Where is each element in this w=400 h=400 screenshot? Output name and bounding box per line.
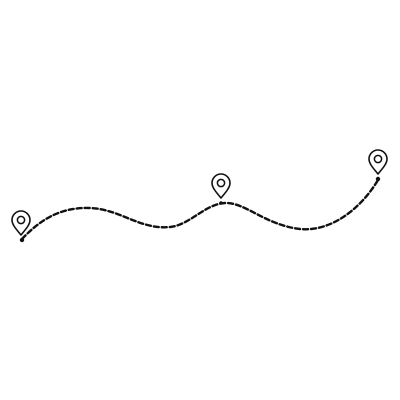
- route-midpoint-dot: [219, 201, 223, 205]
- route-end-dot: [375, 176, 381, 182]
- route-start-dot: [19, 237, 25, 243]
- map-pin-icon: [211, 173, 231, 199]
- map-pin-icon: [11, 210, 31, 236]
- route-path: [20, 178, 380, 241]
- map-pin-icon: [368, 149, 388, 175]
